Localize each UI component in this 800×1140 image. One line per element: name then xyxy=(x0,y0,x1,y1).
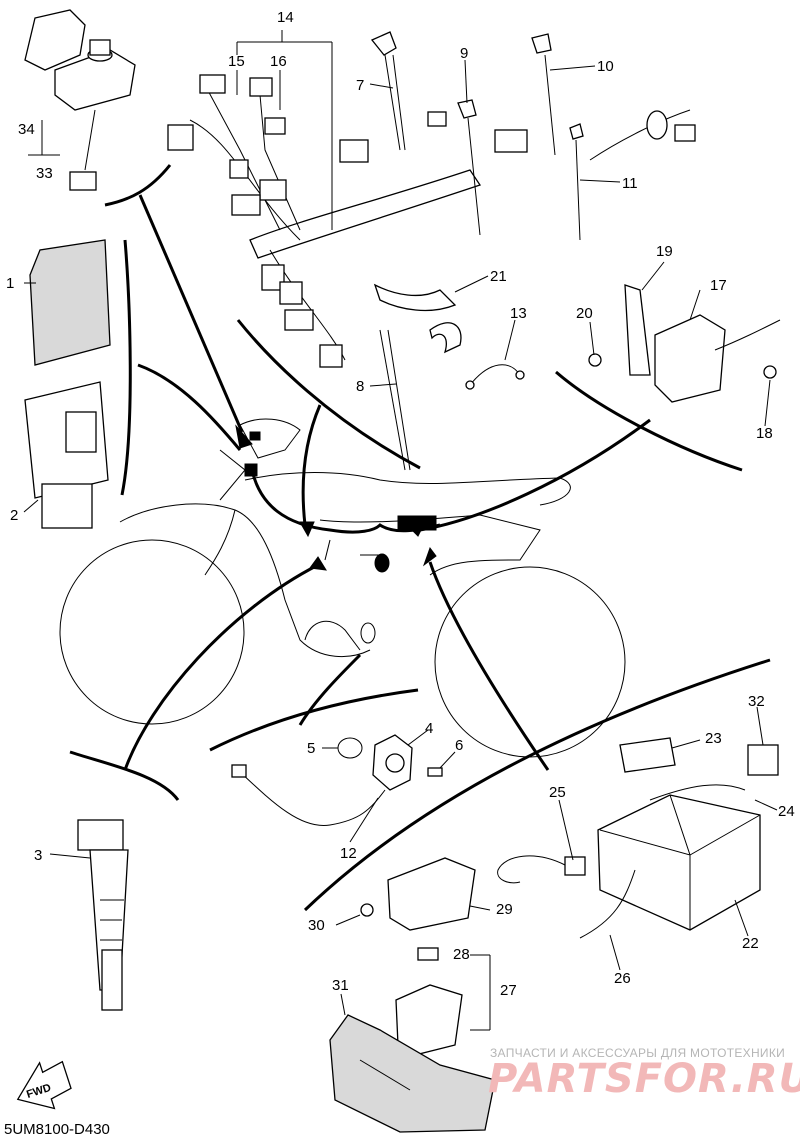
callout-3: 3 xyxy=(34,847,42,864)
watermark-tagline: ЗАПЧАСТИ И АКСЕССУАРЫ ДЛЯ МОТОТЕХНИКИ xyxy=(490,1046,785,1060)
callout-30: 30 xyxy=(308,917,325,934)
callout-21: 21 xyxy=(490,268,507,285)
callout-23: 23 xyxy=(705,730,722,747)
callout-31: 31 xyxy=(332,977,349,994)
callout-13: 13 xyxy=(510,305,527,322)
wire-harness-part xyxy=(167,30,528,368)
callout-27: 27 xyxy=(500,982,517,999)
forward-direction-icon: FWD xyxy=(16,1060,72,1110)
callout-15: 15 xyxy=(228,53,245,70)
callout-10: 10 xyxy=(597,58,614,75)
callout-16: 16 xyxy=(270,53,287,70)
callout-25: 25 xyxy=(549,784,566,801)
callout-9: 9 xyxy=(460,45,468,62)
callout-7: 7 xyxy=(356,77,364,94)
diagram-code: 5UM8100-D430 xyxy=(4,1121,110,1138)
watermark-logo: PARTSFOR.RU xyxy=(488,1056,800,1102)
watermark: ЗАПЧАСТИ И АКСЕССУАРЫ ДЛЯ МОТОТЕХНИКИ PA… xyxy=(488,1046,800,1102)
cable-ties-part xyxy=(370,31,696,241)
starter-relay-part xyxy=(329,857,496,1133)
callout-17: 17 xyxy=(710,277,727,294)
leader-lines xyxy=(23,59,778,1031)
motorcycle-outline xyxy=(59,418,626,758)
group-dividers xyxy=(69,164,771,912)
clamp-and-lead-parts xyxy=(373,283,525,471)
callout-18: 18 xyxy=(756,425,773,442)
callout-26: 26 xyxy=(614,970,631,987)
callout-11: 11 xyxy=(622,175,638,192)
callout-22: 22 xyxy=(742,935,759,952)
callout-4: 4 xyxy=(425,720,433,737)
callout-12: 12 xyxy=(340,845,357,862)
callout-14: 14 xyxy=(277,9,294,26)
callout-19: 19 xyxy=(656,243,673,260)
callout-34: 34 xyxy=(18,121,35,138)
callout-6: 6 xyxy=(455,737,463,754)
ecu-part xyxy=(24,239,111,529)
callout-20: 20 xyxy=(576,305,593,322)
callout-33: 33 xyxy=(36,165,53,182)
rectifier-regulator-part xyxy=(588,284,781,403)
callout-28: 28 xyxy=(453,946,470,963)
sensor-part xyxy=(231,734,443,827)
callout-24: 24 xyxy=(778,803,795,820)
callout-5: 5 xyxy=(307,740,315,757)
battery-part xyxy=(497,737,779,939)
ignition-coil-part xyxy=(77,819,129,1011)
callout-2: 2 xyxy=(10,507,18,524)
callout-1: 1 xyxy=(6,275,14,292)
callout-32: 32 xyxy=(748,693,765,710)
cdi-unit-bracket-part xyxy=(24,9,136,191)
callout-labels: 1 2 3 4 5 6 7 8 9 10 11 12 13 14 15 16 1… xyxy=(6,9,795,999)
callout-8: 8 xyxy=(356,378,364,395)
callout-29: 29 xyxy=(496,901,513,918)
pointer-arrows xyxy=(123,194,651,771)
